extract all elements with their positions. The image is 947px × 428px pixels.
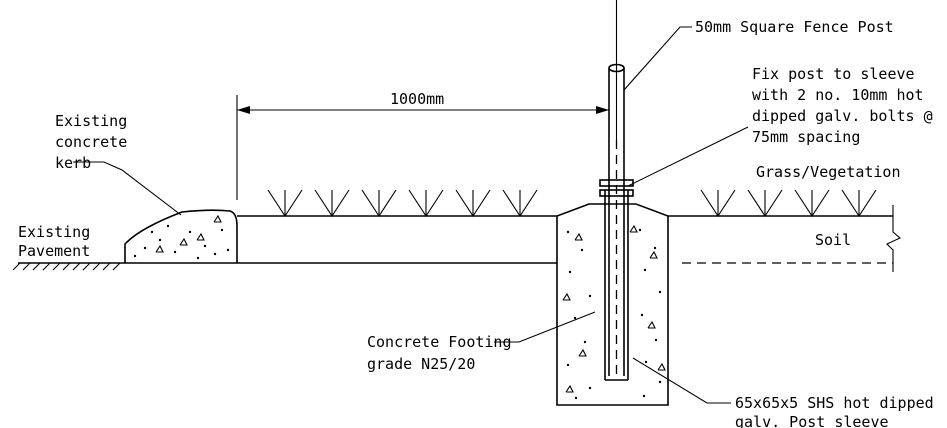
fence-post [608, 0, 625, 376]
label-fix-line2: with 2 no. 10mm hot [752, 86, 924, 104]
label-kerb-line2: concrete [55, 133, 127, 151]
label-fix-line4: 75mm spacing [752, 128, 860, 146]
label-sleeve-line1: 65x65x5 SHS hot dipped [735, 394, 934, 412]
label-soil: Soil [815, 231, 851, 249]
label-pavement-line2: Pavement [18, 242, 90, 260]
leader-lines [73, 26, 749, 404]
label-fix-line1: Fix post to sleeve [752, 65, 915, 83]
ground-hatch [12, 262, 121, 271]
sleeve-leader [632, 357, 731, 404]
label-footing-line1: Concrete Footing [367, 333, 512, 351]
dimension-1000mm [236, 95, 609, 200]
grass-symbols [267, 189, 877, 218]
post-sleeve [604, 190, 629, 381]
ground-lines [18, 205, 902, 272]
label-kerb-line3: kerb [55, 154, 91, 172]
label-kerb-line1: Existing [55, 112, 127, 130]
break-symbol [886, 205, 902, 272]
label-footing-line2: grade N25/20 [367, 355, 475, 373]
existing-kerb [124, 209, 238, 263]
concrete-footing [556, 203, 669, 406]
label-grass: Grass/Vegetation [756, 163, 901, 181]
label-dimension: 1000mm [390, 90, 444, 108]
kerb-leader [73, 161, 182, 216]
footing-leader [494, 311, 596, 343]
post-leader [623, 26, 692, 91]
label-pavement-line1: Existing [18, 223, 90, 241]
bolt-leader [627, 126, 749, 187]
label-fence-post: 50mm Square Fence Post [695, 18, 894, 36]
label-fix-line3: dipped galv. bolts @ [752, 107, 933, 125]
label-sleeve-line2: galv. Post sleeve [735, 413, 889, 428]
